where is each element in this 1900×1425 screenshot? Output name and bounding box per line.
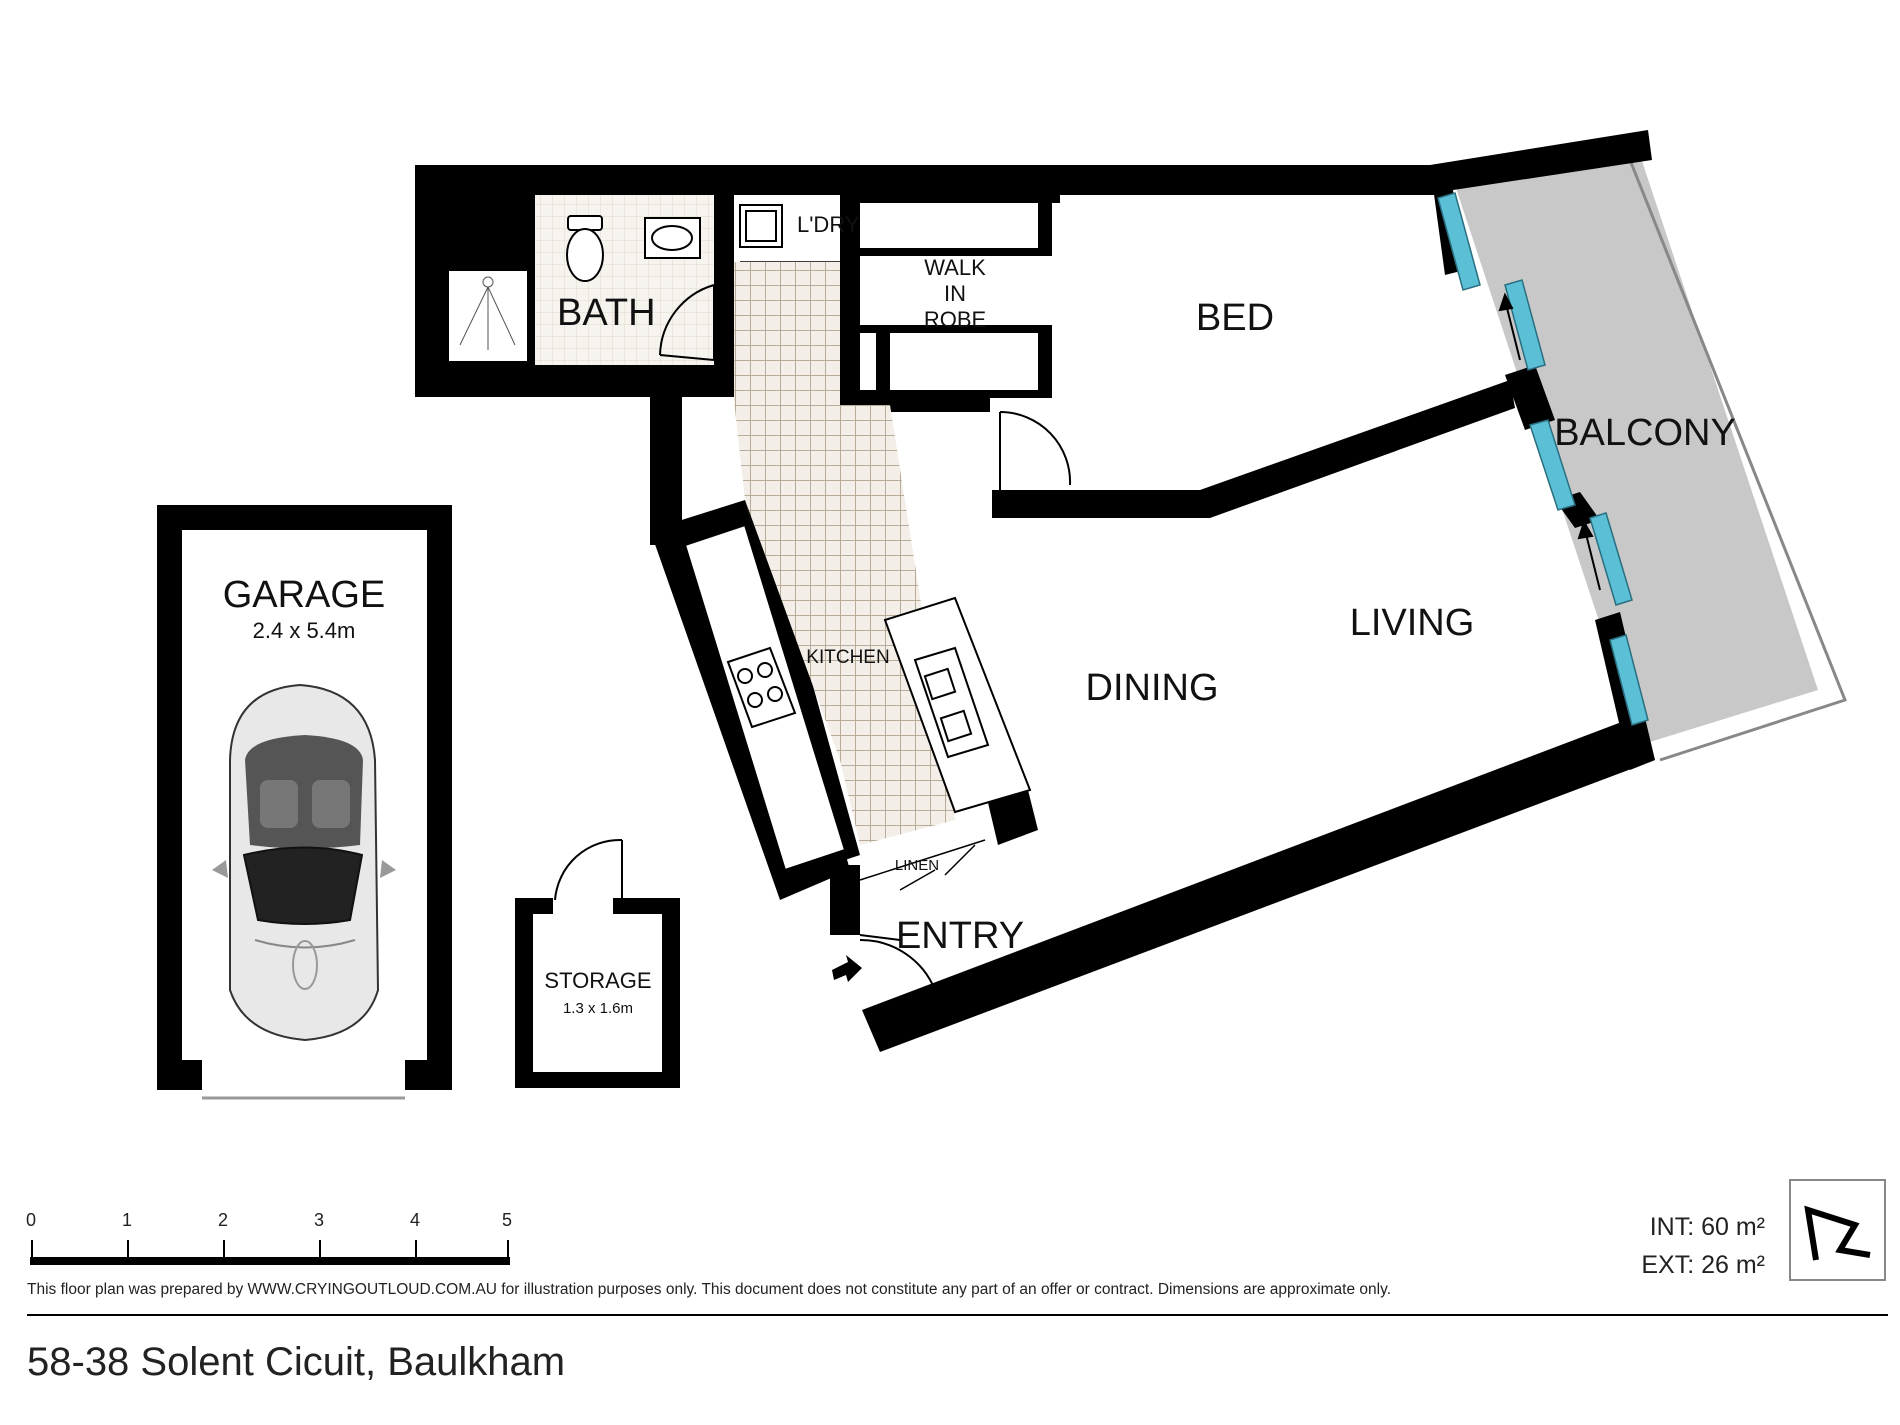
- sliding-door-arrows: [1498, 292, 1601, 591]
- internal-area: INT: 60 m²: [1649, 1213, 1765, 1241]
- label-wir-3: ROBE: [924, 307, 986, 332]
- linen-doors: [859, 839, 986, 891]
- property-address: 58-38 Solent Cicuit, Baulkham: [27, 1340, 566, 1384]
- label-kitchen: KITCHEN: [806, 647, 889, 668]
- scale-bar: [30, 1257, 510, 1265]
- area-summary: INT: 60 m² EXT: 26 m²: [1641, 1208, 1765, 1284]
- label-living: LIVING: [1350, 602, 1475, 644]
- north-compass-icon: [1789, 1179, 1886, 1281]
- label-bed: BED: [1196, 297, 1274, 339]
- external-area: EXT: 26 m²: [1641, 1251, 1765, 1279]
- scale-tick-0: 0: [26, 1210, 37, 1230]
- label-linen: LINEN: [895, 857, 939, 874]
- balcony-floor: [1450, 140, 1818, 745]
- kitchen-tile-floor: [734, 262, 955, 845]
- scale-tick-2: 2: [218, 1210, 229, 1230]
- label-garage: GARAGE: [223, 574, 386, 616]
- label-wir-2: IN: [944, 281, 966, 306]
- scale-bar-ticks: [31, 1240, 509, 1257]
- scale-tick-1: 1: [122, 1210, 133, 1230]
- disclaimer: This floor plan was prepared by WWW.CRYI…: [27, 1281, 1391, 1298]
- north-arrow-icon: [1804, 1205, 1871, 1261]
- car-icon: [212, 683, 396, 1042]
- bath-door: [659, 284, 715, 361]
- label-dining: DINING: [1086, 667, 1219, 709]
- glazing: [1437, 192, 1649, 726]
- scale-tick-3: 3: [314, 1210, 325, 1230]
- label-wir-1: WALK: [924, 255, 986, 280]
- toilet-icon: [566, 215, 604, 282]
- label-storage: STORAGE: [544, 968, 651, 993]
- cooktop-icon: [726, 646, 797, 729]
- shower-rose-icon: [459, 276, 516, 350]
- garage-walls: [157, 505, 452, 1090]
- exterior-walls: [415, 165, 1655, 1052]
- basin-icon: [644, 217, 701, 259]
- balcony-cap: [1430, 130, 1652, 192]
- bed-door: [999, 410, 1072, 490]
- storage-door: [554, 838, 623, 901]
- sink-icon: [913, 646, 990, 759]
- entry-door: [859, 934, 936, 1013]
- balcony-outer-edge: [1628, 159, 1847, 762]
- entry-arrow-icon: [832, 955, 862, 982]
- scale-tick-5: 5: [502, 1210, 513, 1230]
- storage-walls: [515, 898, 680, 1088]
- scale-tick-4: 4: [410, 1210, 421, 1230]
- label-garage-size: 2.4 x 5.4m: [253, 618, 356, 643]
- label-laundry: L'DRY: [797, 212, 860, 237]
- label-balcony: BALCONY: [1554, 412, 1736, 454]
- laundry-tub-icon: [739, 204, 783, 248]
- label-bath: BATH: [557, 292, 656, 334]
- storage-door-gap: [553, 897, 613, 915]
- label-storage-size: 1.3 x 1.6m: [563, 1000, 633, 1017]
- label-entry: ENTRY: [896, 915, 1024, 957]
